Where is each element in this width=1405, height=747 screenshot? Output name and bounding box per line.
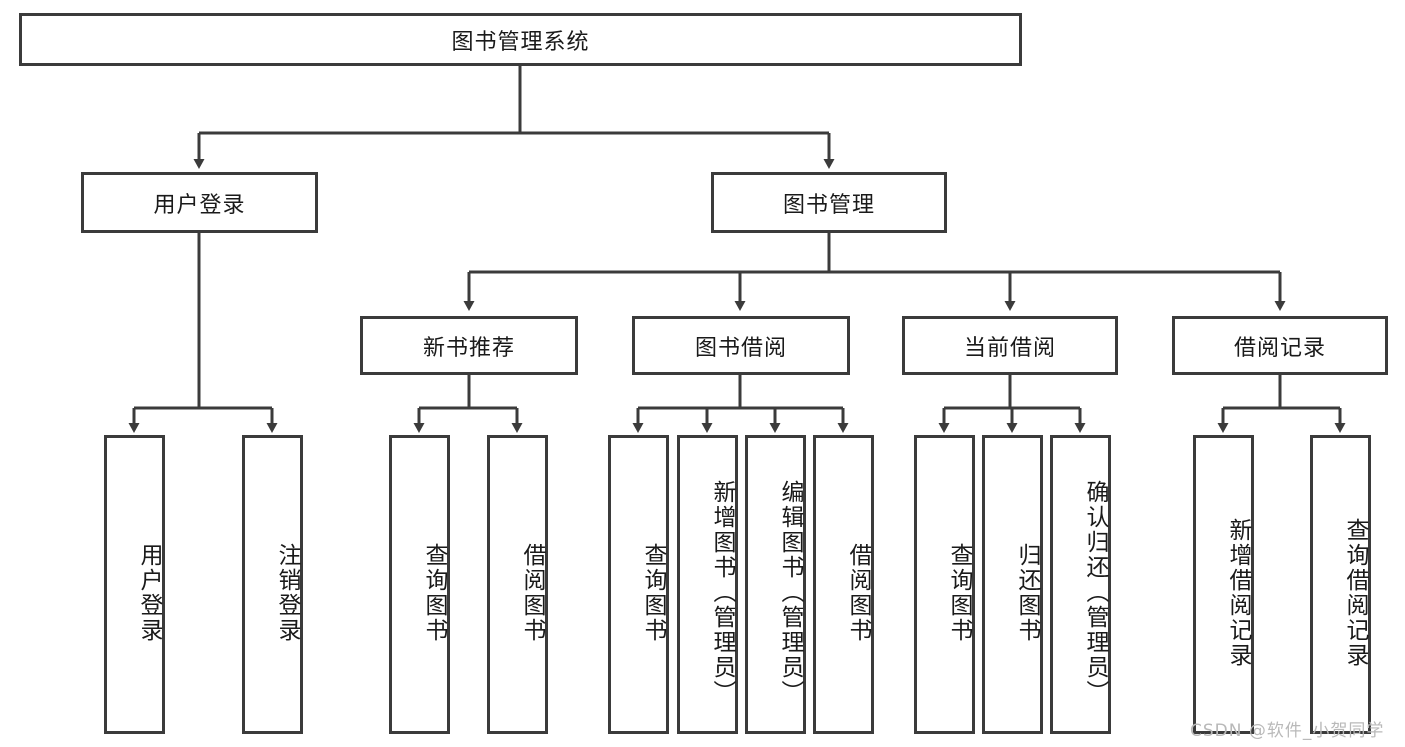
node-label: 图书管理系统 (451, 29, 590, 55)
node-book-management[interactable]: 图书管理 (711, 172, 947, 233)
node-label: 新增图书（管理员） (709, 480, 735, 705)
node-label: 图书管理 (782, 192, 875, 218)
node-label: 当前借阅 (963, 335, 1056, 361)
node-label: 查询图书 (640, 542, 666, 643)
node-label: 用户登录 (153, 192, 246, 218)
leaf-node[interactable]: 编辑图书（管理员） (745, 435, 806, 734)
leaf-node[interactable]: 查询借阅记录 (1310, 435, 1371, 734)
leaf-node[interactable]: 确认归还（管理员） (1050, 435, 1111, 734)
node-current-borrow[interactable]: 当前借阅 (902, 316, 1118, 375)
leaf-node[interactable]: 新增借阅记录 (1193, 435, 1254, 734)
node-root-system[interactable]: 图书管理系统 (19, 13, 1022, 66)
node-label: 借阅记录 (1233, 335, 1326, 361)
node-label: 查询借阅记录 (1342, 517, 1368, 668)
leaf-node[interactable]: 归还图书 (982, 435, 1043, 734)
node-label: 编辑图书（管理员） (777, 480, 803, 705)
leaf-node[interactable]: 新增图书（管理员） (677, 435, 738, 734)
node-label: 查询图书 (421, 542, 447, 643)
leaf-node[interactable]: 借阅图书 (487, 435, 548, 734)
leaf-node[interactable]: 借阅图书 (813, 435, 874, 734)
leaf-node[interactable]: 注销登录 (242, 435, 303, 734)
leaf-node[interactable]: 查询图书 (914, 435, 975, 734)
node-label: 新书推荐 (422, 335, 515, 361)
node-book-borrow[interactable]: 图书借阅 (632, 316, 850, 375)
node-new-book-recommend[interactable]: 新书推荐 (360, 316, 578, 375)
leaf-node[interactable]: 查询图书 (389, 435, 450, 734)
node-label: 图书借阅 (694, 335, 787, 361)
node-user-login[interactable]: 用户登录 (81, 172, 318, 233)
node-borrow-record[interactable]: 借阅记录 (1172, 316, 1388, 375)
leaf-node[interactable]: 用户登录 (104, 435, 165, 734)
node-label: 注销登录 (274, 542, 300, 643)
node-label: 借阅图书 (845, 542, 871, 643)
watermark: CSDN @软件_小贺同学 (1190, 721, 1385, 741)
node-label: 确认归还（管理员） (1082, 480, 1108, 705)
leaf-node[interactable]: 查询图书 (608, 435, 669, 734)
node-label: 借阅图书 (519, 542, 545, 643)
node-label: 归还图书 (1014, 542, 1040, 643)
node-label: 查询图书 (946, 542, 972, 643)
node-label: 新增借阅记录 (1225, 517, 1251, 668)
node-label: 用户登录 (136, 542, 162, 643)
